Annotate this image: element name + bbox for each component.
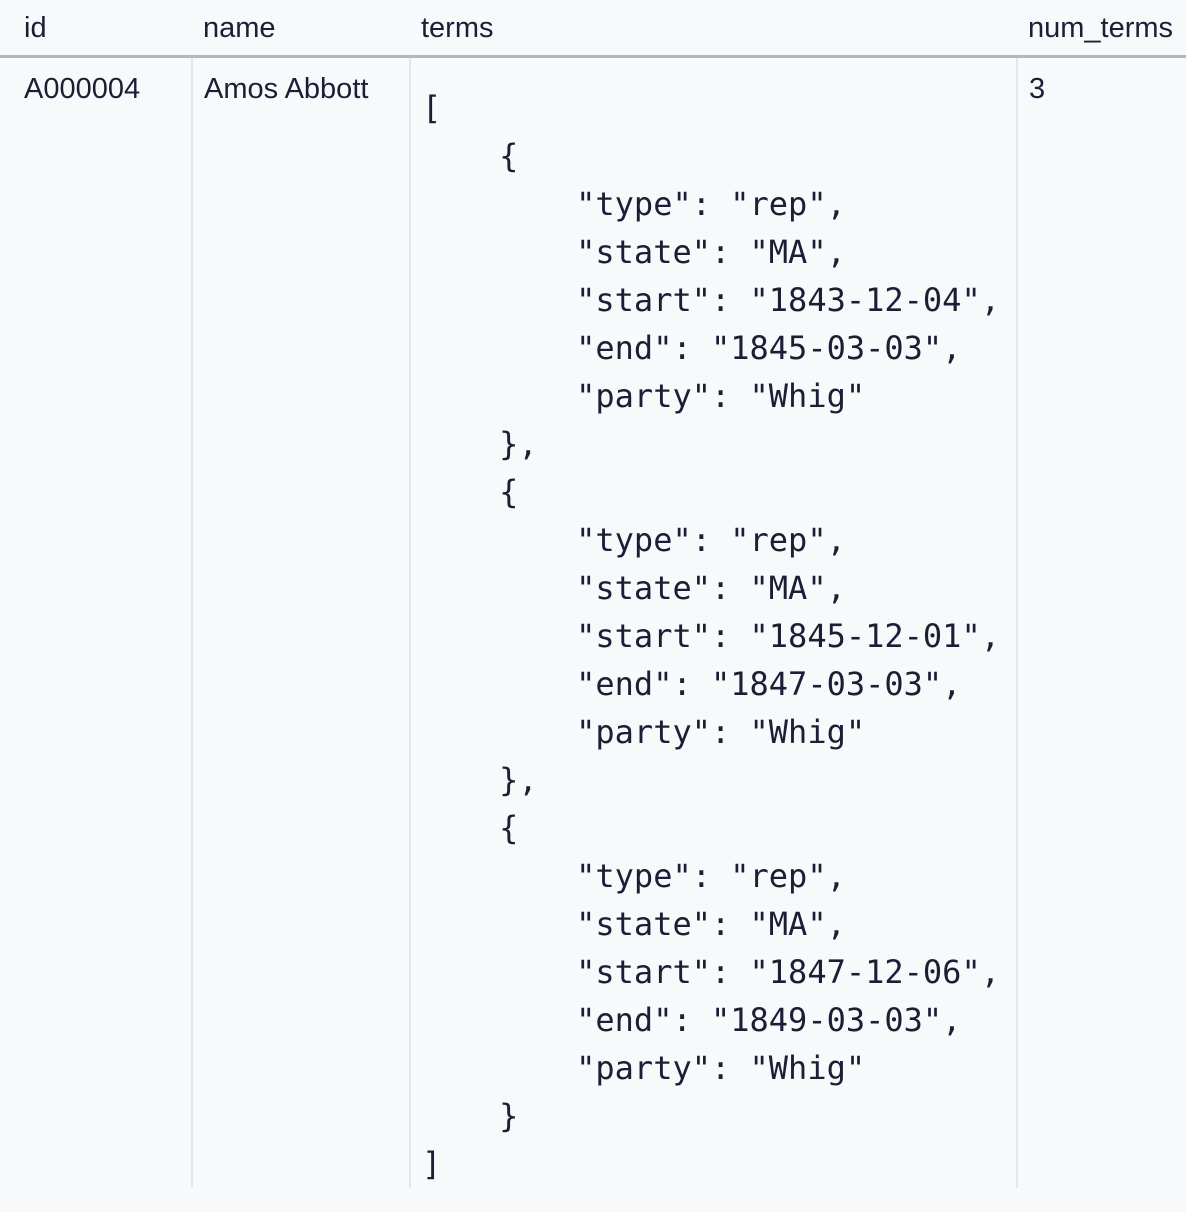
table-header: id name terms num_terms — [0, 0, 1186, 58]
table-row: A000004 Amos Abbott [ { "type": "rep", "… — [0, 56, 1186, 1188]
cell-name: Amos Abbott — [191, 56, 410, 1188]
terms-json: [ { "type": "rep", "state": "MA", "start… — [422, 89, 1000, 1183]
table-header-row: id name terms num_terms — [0, 0, 1186, 58]
column-header-id[interactable]: id — [0, 0, 192, 58]
table-body: A000004 Amos Abbott [ { "type": "rep", "… — [0, 56, 1186, 1188]
column-header-name[interactable]: name — [192, 0, 410, 58]
column-header-num-terms[interactable]: num_terms — [1017, 0, 1186, 58]
cell-num-terms: 3 — [1016, 56, 1186, 1188]
cell-id: A000004 — [0, 56, 192, 1188]
cell-terms: [ { "type": "rep", "state": "MA", "start… — [409, 56, 1017, 1188]
column-header-terms[interactable]: terms — [410, 0, 1017, 58]
